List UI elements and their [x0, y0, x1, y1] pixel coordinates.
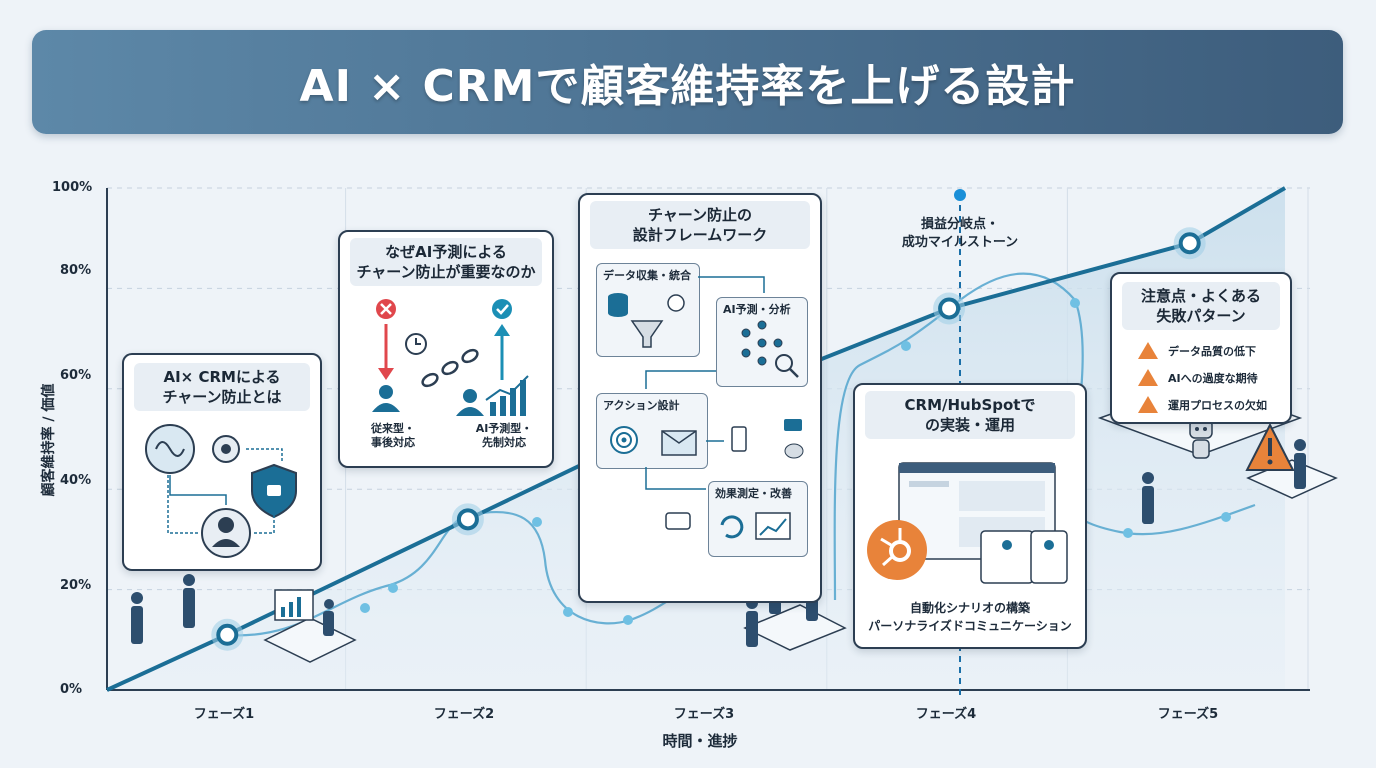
card-title-line: チャーン防止とは [162, 388, 282, 406]
caption-line: AI予測型・ [475, 422, 533, 435]
wave-dot [388, 583, 398, 593]
caption-line: 自動化シナリオの構築 [909, 601, 1030, 615]
warning-sign-icon [1245, 422, 1295, 471]
warning-icon [1138, 369, 1158, 386]
shield-lock-icon [251, 463, 297, 519]
wave-dot [532, 517, 542, 527]
data-point [456, 508, 479, 531]
caption-reactive: 従来型・ 事後対応 [358, 422, 428, 450]
warning-text: 運用プロセスの欠如 [1168, 398, 1267, 412]
check-icon [492, 299, 512, 319]
wave-dot [563, 607, 573, 617]
broken-chain-icon [421, 348, 479, 388]
card-phase2: なぜAI予測による チャーン防止が重要なのか 従来型・ 事後対応 AI予測型・ … [338, 230, 554, 468]
caption-proactive: AI予測型・ 先制対応 [464, 422, 544, 450]
x-tick-label: フェーズ4 [915, 707, 977, 722]
y-tick-label: 20% [60, 578, 92, 593]
x-axis-label: 時間・進捗 [662, 732, 738, 750]
framework-step-data: データ収集・統合 [596, 263, 700, 357]
speech-bubble-icon [665, 512, 691, 530]
clock-icon [405, 333, 427, 355]
warning-item: 運用プロセスの欠如 [1138, 396, 1267, 413]
y-tick-label: 0% [60, 682, 83, 697]
card-title-line: 注意点・よくある [1140, 287, 1261, 305]
step-label: アクション設計 [603, 399, 680, 412]
caption-line: 従来型・ [371, 422, 415, 435]
card-phase5: 注意点・よくある 失敗パターン データ品質の低下 AIへの過度な期待 運用プロセ… [1110, 272, 1292, 424]
card-title-line: の実装・運用 [924, 416, 1015, 434]
y-tick-label: 60% [60, 368, 92, 383]
dashboard-icon [274, 589, 314, 621]
y-tick-label: 100% [52, 180, 93, 195]
gear-icon [212, 435, 240, 463]
warning-item: AIへの過度な期待 [1138, 369, 1258, 386]
phone-icon [731, 426, 747, 452]
caption-line: パーソナライズドコミュニケーション [868, 619, 1072, 633]
card-title: チャーン防止の 設計フレームワーク [590, 201, 810, 249]
step-label: 効果測定・改善 [715, 487, 792, 500]
growth-chart-icon [485, 375, 529, 416]
y-axis-label: 顧客維持率 / 価値 [41, 383, 57, 497]
page-title: AI × CRMで顧客維持率を上げる設計 [299, 61, 1076, 112]
brain-icon [145, 424, 195, 474]
card-title-line: 失敗パターン [1156, 307, 1246, 325]
card-title: 注意点・よくある 失敗パターン [1122, 282, 1280, 330]
step-label: データ収集・統合 [603, 269, 691, 282]
data-point [216, 623, 239, 646]
card-title-line: チャーン防止が重要なのか [356, 263, 536, 281]
milestone-label-line: 損益分岐点・ [920, 217, 999, 232]
warning-icon [1138, 396, 1158, 413]
card-phase3: チャーン防止の 設計フレームワーク データ収集・統合 AI予測・分析 アクション… [578, 193, 822, 603]
x-tick-label: フェーズ5 [1157, 707, 1219, 722]
step-label: AI予測・分析 [723, 303, 791, 316]
framework-step-measure: 効果測定・改善 [708, 481, 808, 557]
card-title: AI× CRMによる チャーン防止とは [134, 363, 310, 411]
card-title-line: AI× CRMによる [163, 368, 281, 386]
card-title-line: チャーン防止の [647, 206, 753, 224]
milestone-label: 損益分岐点・ 成功マイルストーン [880, 216, 1040, 252]
phase4-caption: 自動化シナリオの構築 パーソナライズドコミュニケーション [855, 599, 1085, 635]
warning-text: データ品質の低下 [1168, 344, 1256, 358]
x-tick-label: フェーズ3 [673, 707, 735, 722]
card-title: CRM/HubSpotで の実装・運用 [865, 391, 1075, 439]
wave-dot [623, 615, 633, 625]
chat-icon [784, 419, 804, 459]
card-title-line: 設計フレームワーク [632, 226, 768, 244]
card-phase2-illustration [372, 299, 529, 416]
wave-dot [901, 341, 911, 351]
cross-icon [376, 299, 396, 319]
card-phase1-illustration [145, 424, 297, 558]
title-banner: AI × CRMで顧客維持率を上げる設計 [32, 30, 1343, 134]
caption-line: 事後対応 [371, 436, 415, 449]
data-point [938, 297, 961, 320]
warning-item: データ品質の低下 [1138, 342, 1256, 359]
data-point [1178, 232, 1201, 255]
caption-line: 先制対応 [482, 436, 526, 449]
card-phase4: CRM/HubSpotで の実装・運用 自動化シナリオの構築 パーソナライズドコ… [853, 383, 1087, 649]
y-tick-label: 40% [60, 473, 92, 488]
milestone-label-line: 成功マイルストーン [901, 235, 1019, 250]
workflow-panel-icon [980, 530, 1068, 584]
wave-dot [360, 603, 370, 613]
customer-avatar-icon [201, 508, 251, 558]
wave-dot [1070, 298, 1080, 308]
wave-dot [1123, 528, 1133, 538]
wave-dot [1221, 512, 1231, 522]
card-title-line: なぜAI予測による [385, 243, 507, 261]
card-title-line: CRM/HubSpotで [904, 396, 1036, 414]
person-icon [372, 385, 484, 416]
card-phase1: AI× CRMによる チャーン防止とは [122, 353, 322, 571]
x-tick-label: フェーズ2 [433, 707, 495, 722]
hubspot-logo-icon [867, 520, 927, 580]
framework-step-action: アクション設計 [596, 393, 708, 469]
warning-text: AIへの過度な期待 [1168, 371, 1258, 385]
warning-icon [1138, 342, 1158, 359]
robot-icon [1189, 419, 1213, 459]
card-phase4-illustration [867, 462, 1068, 584]
x-tick-label: フェーズ1 [193, 707, 255, 722]
y-tick-label: 80% [60, 263, 92, 278]
framework-step-ai: AI予測・分析 [716, 297, 808, 387]
milestone-beacon [954, 189, 966, 201]
card-title: なぜAI予測による チャーン防止が重要なのか [350, 238, 542, 286]
